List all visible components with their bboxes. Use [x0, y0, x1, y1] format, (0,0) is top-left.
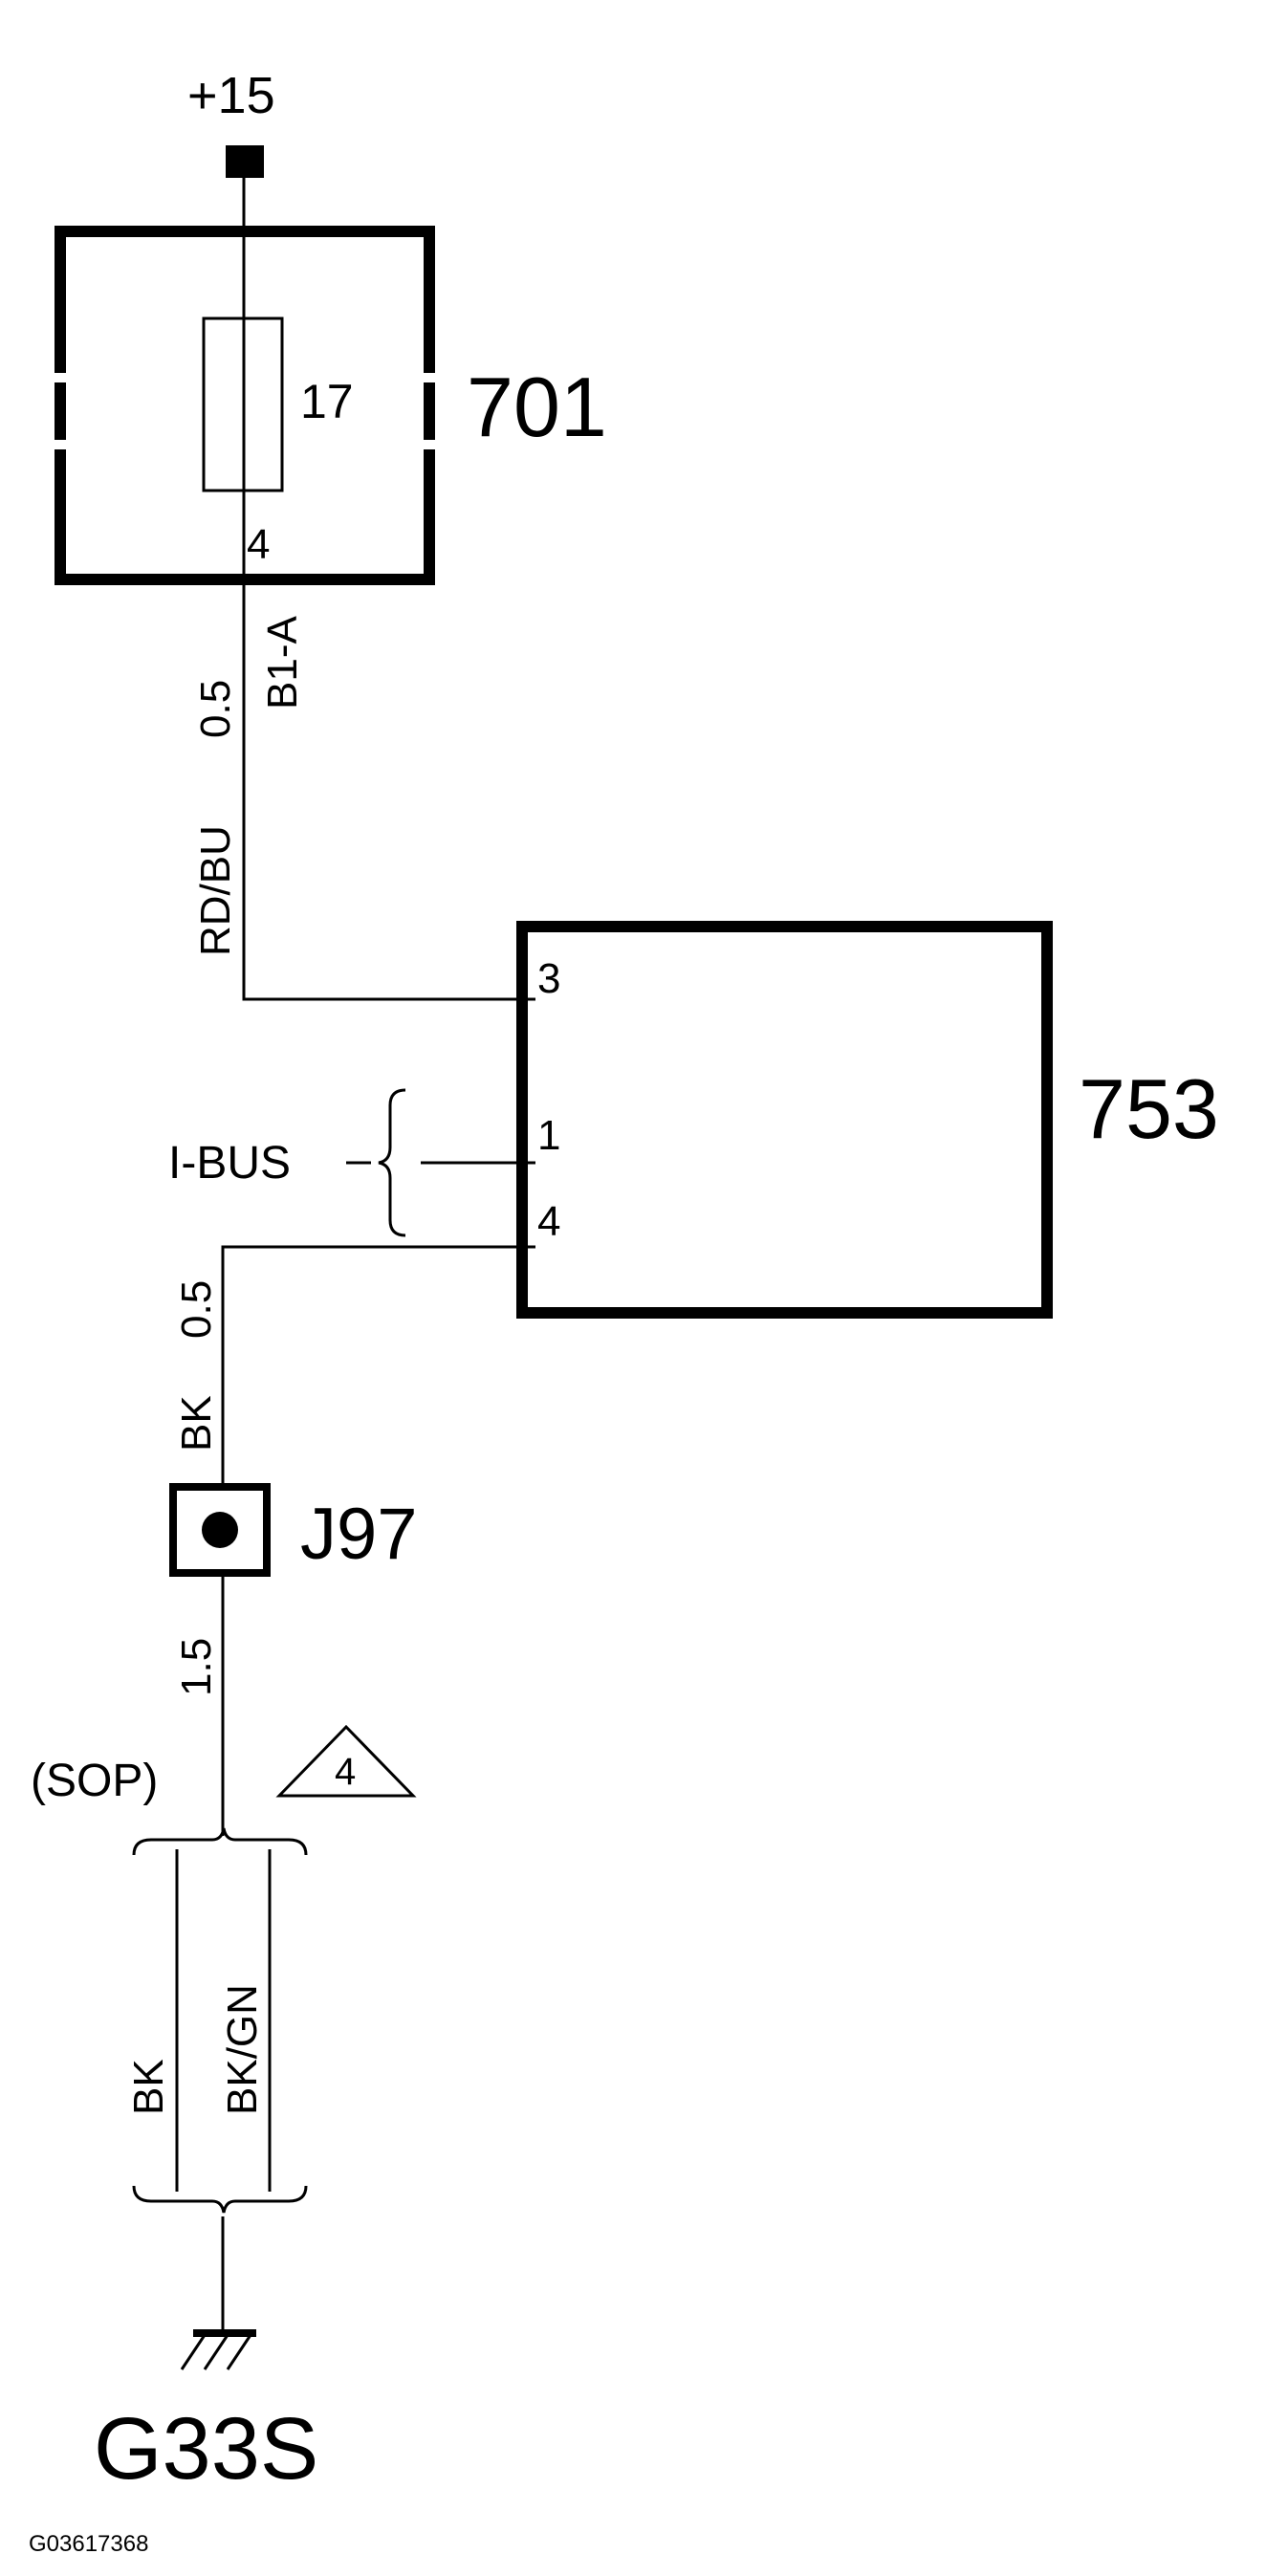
bus-brace — [378, 1088, 406, 1237]
module-pin-1: 1 — [537, 1112, 560, 1159]
wire-3-gauge: 1.5 — [173, 1638, 220, 1696]
connector-label: B1-A — [259, 616, 306, 709]
bus-label: I-BUS — [168, 1138, 291, 1189]
ground-wire — [221, 1245, 535, 1836]
module-753 — [516, 921, 1053, 1319]
supply-label: +15 — [187, 67, 275, 124]
splice-id: J97 — [300, 1494, 418, 1575]
note-triangle — [275, 1724, 417, 1798]
note-number: 4 — [335, 1751, 356, 1793]
alt-brace-bottom — [132, 2185, 308, 2214]
module-pin-4: 4 — [537, 1198, 560, 1245]
variant-label: (SOP) — [31, 1756, 158, 1806]
module-id: 753 — [1079, 1061, 1219, 1156]
power-wire — [242, 178, 535, 1001]
ground-symbol — [180, 2329, 256, 2370]
ground-id: G33S — [94, 2400, 318, 2498]
wire-2-color: BK — [173, 1395, 220, 1452]
fuse-number: 17 — [300, 375, 354, 428]
module-pin-3: 3 — [537, 955, 560, 1002]
alt-wire-right-color: BK/GN — [219, 1984, 266, 2115]
splice-dot — [202, 1512, 238, 1548]
alt-brace-top — [132, 1827, 308, 1856]
supply-terminal — [226, 145, 264, 178]
fuse-pin: 4 — [247, 521, 270, 568]
wire-1-color: RD/BU — [192, 825, 239, 956]
fuse-block-id: 701 — [467, 360, 607, 454]
wire-1-gauge: 0.5 — [192, 680, 239, 738]
alt-wire-left-color: BK — [125, 2059, 172, 2115]
figure-code: G03617368 — [29, 2531, 148, 2557]
wire-2-gauge: 0.5 — [173, 1280, 220, 1339]
